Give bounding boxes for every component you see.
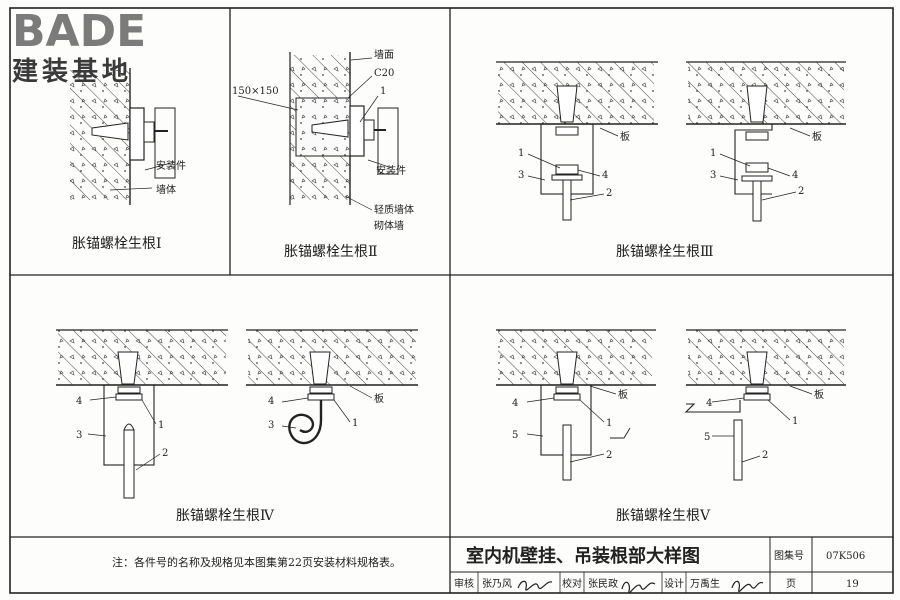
label-c20: C20 bbox=[374, 68, 394, 79]
label-installation-part: 安装件 bbox=[156, 159, 186, 172]
panel-3-detail: 板 1 3 4 2 板 1 3 4 2 bbox=[496, 61, 846, 222]
label-part-2: 2 bbox=[762, 450, 768, 461]
designer-signature bbox=[731, 580, 764, 592]
reviewer-name: 张乃风 bbox=[482, 578, 512, 590]
sheet-title: 室内机壁挂、吊装根部大样图 bbox=[466, 545, 700, 567]
label-part-1: 1 bbox=[606, 418, 612, 429]
reviewer-signature bbox=[517, 580, 553, 591]
label-part-1: 1 bbox=[792, 416, 798, 427]
designer-name: 万禹生 bbox=[690, 577, 720, 590]
label-part-4: 4 bbox=[512, 398, 518, 409]
atlas-number: 07K506 bbox=[826, 551, 865, 562]
caption-panel-3: 胀锚螺栓生根Ⅲ bbox=[616, 244, 714, 260]
label-part-4: 4 bbox=[602, 170, 608, 181]
atlas-label: 图集号 bbox=[774, 549, 804, 562]
sheet-frame bbox=[9, 7, 894, 594]
checker-name: 张民政 bbox=[588, 577, 618, 590]
label-light-wall: 轻质墙体 bbox=[374, 203, 414, 216]
label-slab: 板 bbox=[812, 130, 822, 143]
label-part-2: 2 bbox=[162, 448, 168, 459]
panel-1-detail: 安装件 墙体 bbox=[70, 68, 186, 205]
label-part-2: 2 bbox=[606, 450, 612, 461]
label-part-1: 1 bbox=[380, 86, 386, 97]
label-part-4: 4 bbox=[268, 396, 274, 407]
label-part-1: 1 bbox=[352, 418, 358, 429]
check-label: 校对 bbox=[562, 577, 582, 590]
panel-2-detail: 150×150 墙面 C20 1 安装件 轻质墙体 砌体墙 bbox=[232, 48, 414, 232]
label-part-5: 5 bbox=[512, 430, 518, 441]
label-masonry-wall: 砌体墙 bbox=[374, 219, 404, 232]
label-part-4: 4 bbox=[706, 398, 712, 409]
label-part-3: 3 bbox=[710, 170, 716, 181]
caption-panel-5: 胀锚螺栓生根Ⅴ bbox=[616, 508, 711, 524]
label-slab: 板 bbox=[618, 388, 628, 401]
panel-4-detail: 4 3 1 2 4 3 1 板 bbox=[56, 329, 418, 499]
logo-brand: BADE bbox=[12, 6, 146, 57]
label-part-3: 3 bbox=[76, 430, 82, 441]
checker-signature bbox=[621, 581, 656, 594]
label-part-4: 4 bbox=[792, 170, 798, 181]
title-block: 室内机壁挂、吊装根部大样图 图集号 07K506 审核 张乃风 校对 张民政 设… bbox=[450, 537, 893, 594]
label-part-3: 3 bbox=[268, 420, 274, 431]
label-part-1: 1 bbox=[518, 148, 524, 159]
label-part-4: 4 bbox=[76, 396, 82, 407]
caption-panel-1: 胀锚螺栓生根Ⅰ bbox=[72, 236, 162, 252]
review-label: 审核 bbox=[454, 577, 474, 590]
label-part-5: 5 bbox=[704, 432, 710, 443]
label-part-2: 2 bbox=[606, 188, 612, 199]
panel-5-detail: 4 5 1 2 板 4 5 1 2 板 bbox=[496, 329, 846, 481]
label-part-2: 2 bbox=[798, 186, 804, 197]
label-wall-face: 墙面 bbox=[374, 48, 394, 61]
label-size: 150×150 bbox=[232, 86, 279, 97]
label-slab: 板 bbox=[814, 388, 824, 401]
label-slab: 板 bbox=[620, 130, 630, 143]
caption-panel-4: 胀锚螺栓生根Ⅳ bbox=[176, 508, 275, 524]
label-slab: 板 bbox=[374, 392, 384, 405]
design-label: 设计 bbox=[664, 577, 684, 590]
label-installation-part: 安装件 bbox=[376, 164, 406, 177]
label-part-1: 1 bbox=[158, 420, 164, 431]
sheet-note: 注：各件号的名称及规格见本图集第22页安装材料规格表。 bbox=[112, 555, 401, 569]
label-wall: 墙体 bbox=[156, 183, 176, 196]
page-label: 页 bbox=[786, 578, 796, 590]
caption-panel-2: 胀锚螺栓生根Ⅱ bbox=[284, 244, 378, 260]
page-number: 19 bbox=[846, 579, 859, 590]
label-part-3: 3 bbox=[518, 170, 524, 181]
label-part-1: 1 bbox=[710, 148, 716, 159]
